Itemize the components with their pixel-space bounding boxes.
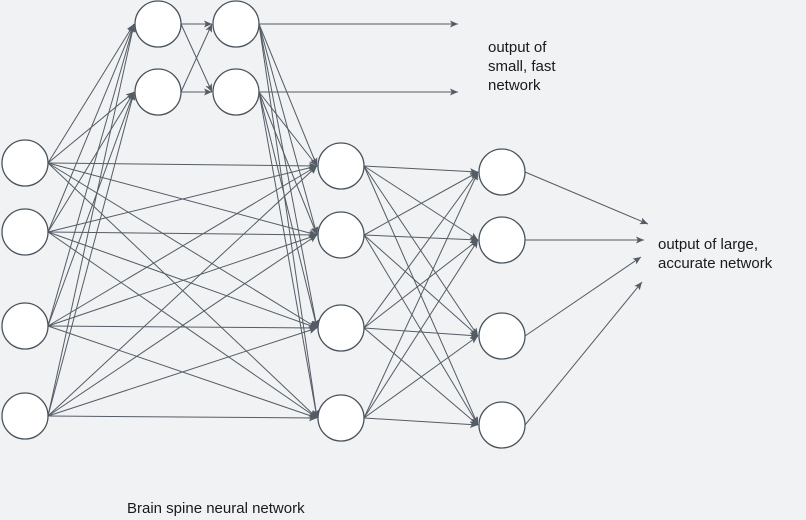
edge-line	[524, 256, 642, 337]
label-line: output of large,	[658, 236, 759, 253]
edge-line	[180, 23, 213, 93]
edge-line	[363, 234, 479, 426]
edge-line	[363, 335, 479, 419]
label-line: accurate network	[658, 255, 773, 272]
input-node-3	[1, 302, 49, 350]
edge-line	[363, 327, 479, 339]
edge-line	[47, 231, 318, 239]
edge-line	[47, 327, 318, 417]
edge-line	[363, 165, 479, 176]
large-output-node-2	[478, 216, 526, 264]
large-network-output-label: output of large, accurate network	[658, 235, 772, 273]
edges-group	[47, 20, 649, 429]
edge-line	[363, 417, 479, 429]
edge-line	[258, 23, 320, 419]
edge-line	[47, 91, 135, 327]
edge-line	[47, 414, 318, 422]
edge-line	[363, 171, 479, 329]
edge-line	[47, 165, 318, 417]
small-hidden-node-2	[134, 68, 182, 116]
edge-line	[363, 234, 479, 337]
diagram-caption: Brain spine neural network	[127, 500, 305, 517]
edge-line	[258, 23, 319, 329]
edge-line	[47, 164, 318, 233]
large-hidden-node-3	[317, 304, 365, 352]
edge-line	[47, 234, 318, 417]
edge-line	[258, 23, 318, 167]
edge-line	[363, 165, 479, 337]
label-line: network	[488, 77, 541, 94]
label-line: small, fast	[488, 58, 556, 75]
edge-line	[363, 239, 479, 419]
large-hidden-node-1	[317, 142, 365, 190]
edge-line	[47, 165, 318, 327]
edge-line	[258, 91, 318, 167]
large-output-node-1	[478, 148, 526, 196]
large-output-node-4	[478, 401, 526, 449]
edge-line	[363, 171, 479, 419]
large-output-node-3	[478, 312, 526, 360]
small-network-output-label: output of small, fast network	[488, 38, 556, 95]
edge-line	[524, 281, 643, 426]
edge-line	[47, 23, 135, 233]
edge-line	[258, 91, 319, 329]
edge-line	[47, 91, 135, 233]
small-output-node-2	[212, 68, 260, 116]
edge-line	[47, 234, 318, 327]
input-node-4	[1, 392, 49, 440]
input-node-2	[1, 208, 49, 256]
large-hidden-node-2	[317, 211, 365, 259]
edge-line	[47, 23, 135, 164]
small-output-node-1	[212, 0, 260, 48]
edge-line	[258, 91, 320, 419]
label-line: output of	[488, 39, 547, 56]
edge-line	[363, 171, 479, 236]
nodes-group	[1, 0, 526, 449]
edge-line	[363, 234, 479, 244]
input-node-1	[1, 139, 49, 187]
large-hidden-node-4	[317, 394, 365, 442]
edge-line	[47, 324, 318, 332]
edge-line	[363, 239, 479, 329]
edge-line	[47, 23, 136, 417]
edge-line	[47, 91, 136, 417]
small-hidden-node-1	[134, 0, 182, 48]
edge-line	[524, 171, 649, 225]
edge-line	[258, 91, 318, 236]
